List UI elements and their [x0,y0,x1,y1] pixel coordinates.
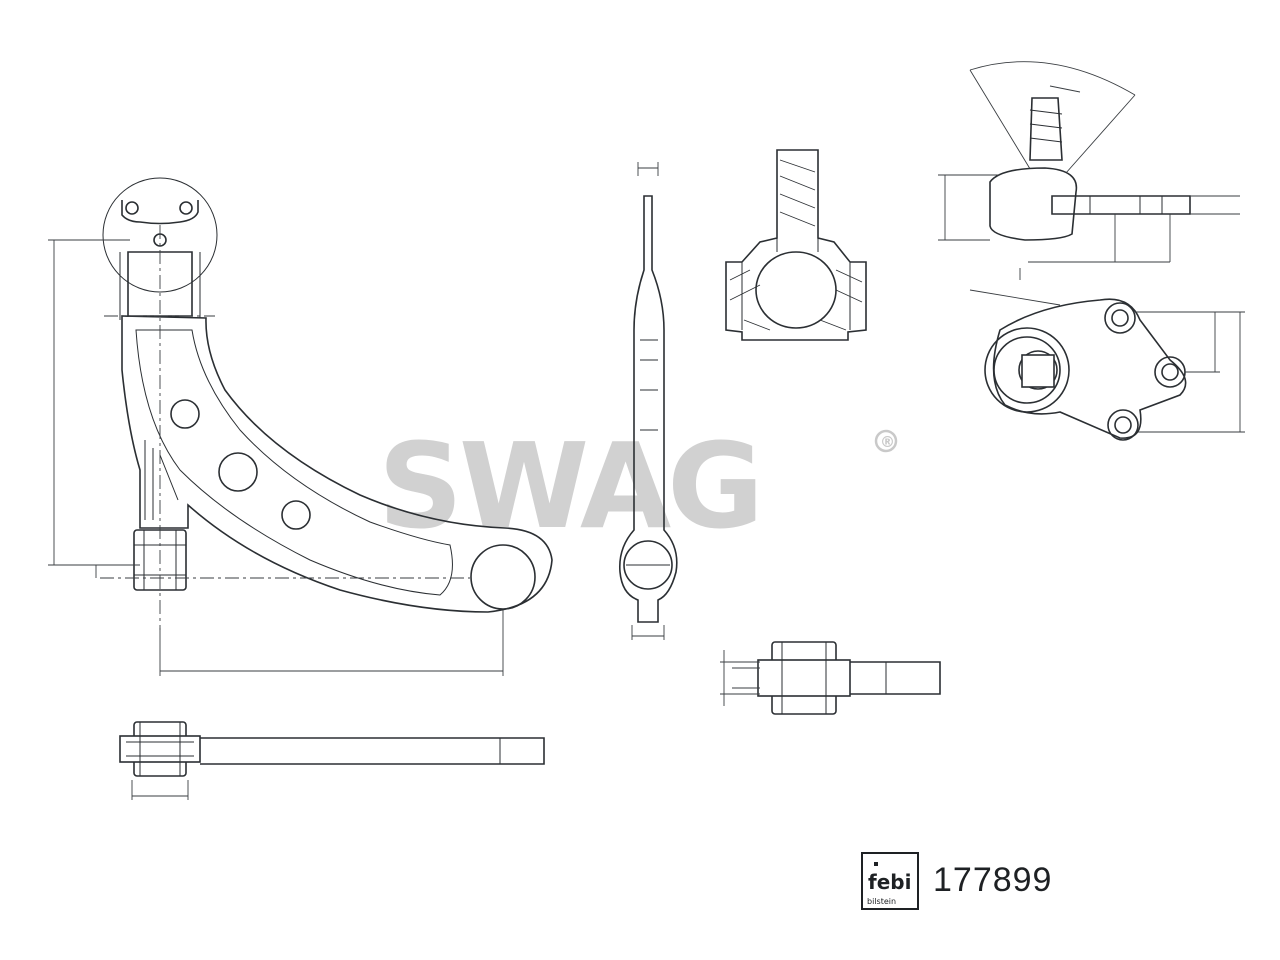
ball-joint-flange-view [984,298,1245,441]
control-arm-side-view [618,162,678,640]
ball-joint-angle-view [938,61,1240,306]
febi-logo-subword: bilstein [867,897,896,906]
control-arm-front-view [48,177,553,676]
febi-logo-word: febi [868,870,911,894]
part-number: 177899 [933,861,1053,899]
detail-circle [102,177,218,293]
watermark-text: SWAG [378,417,760,555]
bushing-side-view [720,641,941,715]
registered-mark-circle [874,429,898,453]
febi-logo: febi bilstein [861,852,919,910]
swag-watermark: SWAG ® [378,417,898,555]
control-arm-top-view [119,721,545,800]
registered-mark: ® [880,433,895,451]
ball-joint-section [725,149,867,341]
